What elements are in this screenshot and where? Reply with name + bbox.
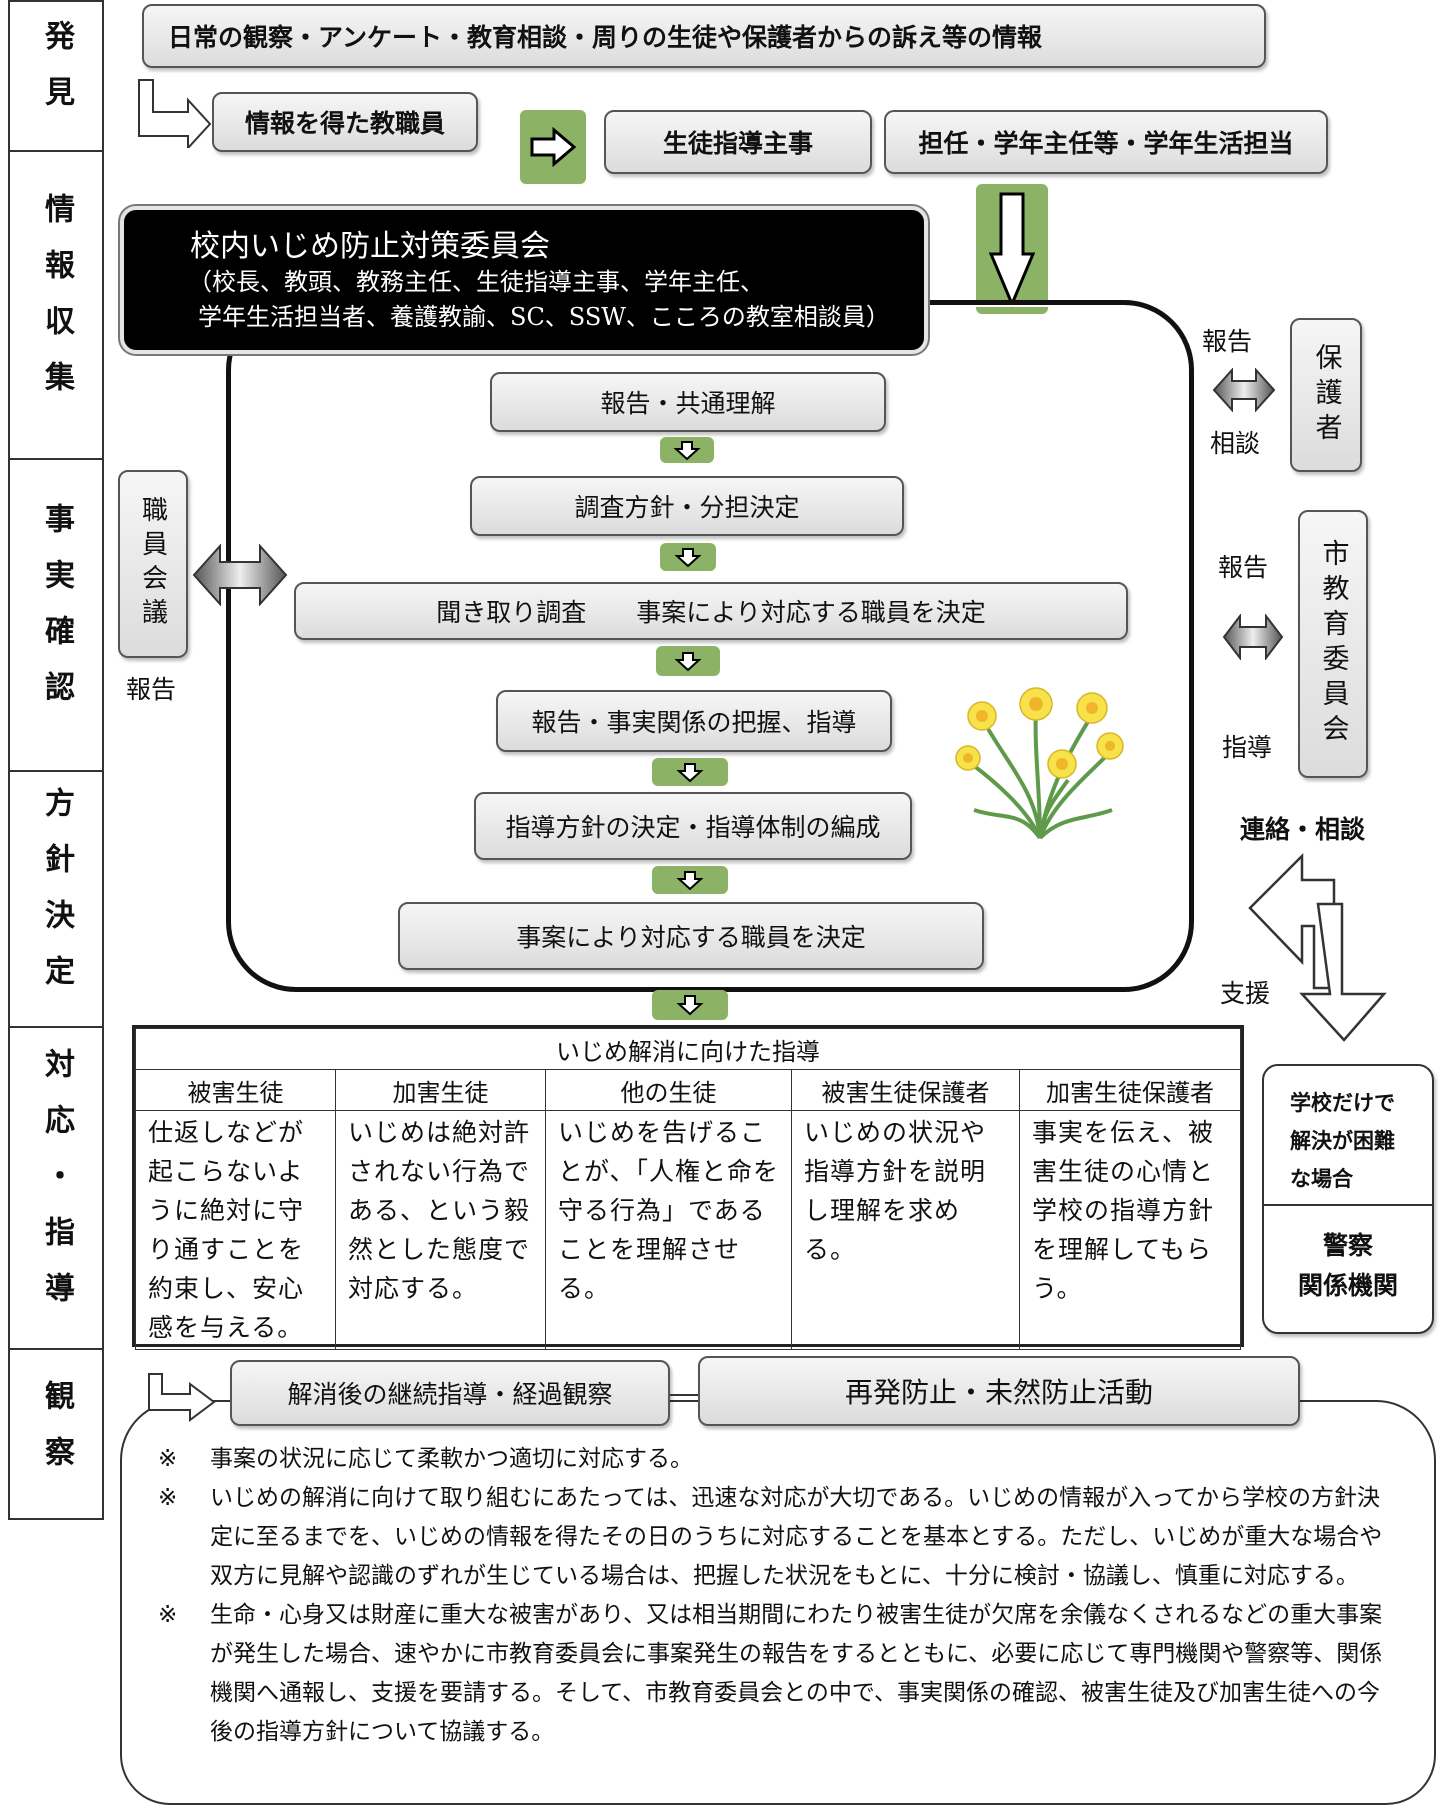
table-cell: いじめは絶対許されない行為である、という毅然とした態度で対応する。	[335, 1110, 546, 1350]
board-guidance-label: 指導	[1222, 733, 1273, 762]
contact-label: 連絡・相談	[1240, 815, 1366, 844]
table-header: 被害生徒保護者	[791, 1069, 1020, 1111]
flow-step-3: 聞き取り調査 事案により対応する職員を決定	[294, 582, 1128, 640]
committee-members-2: 学年生活担当者、養護教諭、SC、SSW、こころの教室相談員）	[198, 303, 890, 331]
double-arrow-icon	[1222, 614, 1284, 660]
step-arrow-icon	[656, 646, 720, 676]
step-arrow-icon	[652, 990, 728, 1020]
two-way-arrow-icon	[1248, 852, 1387, 1042]
step-arrow-icon	[660, 543, 716, 571]
stage-response: 対応・指導	[10, 1028, 102, 1350]
flow-step-4: 報告・事実関係の把握、指導	[496, 690, 892, 752]
stage-observation: 観察	[39, 1380, 74, 1492]
double-arrow-icon	[192, 544, 288, 606]
guardian-report-label: 報告	[1202, 327, 1253, 356]
prevention-box: 再発防止・未然防止活動	[698, 1356, 1300, 1426]
daffodil-illustration	[955, 687, 1124, 840]
note-item: ※生命・心身又は財産に重大な被害があり、又は相当期間にわたり被害生徒が欠席を余儀…	[158, 1602, 1383, 1745]
info-source-box: 日常の観察・アンケート・教育相談・周りの生徒や保護者からの訴え等の情報	[142, 4, 1266, 68]
bent-arrow-icon	[148, 1373, 216, 1422]
step-arrow-icon	[652, 758, 728, 786]
notes-box: ※事案の状況に応じて柔軟かつ適切に対応する。 ※いじめの解消に向けて取り組むにあ…	[120, 1400, 1436, 1805]
table-cell: いじめの状況や指導方針を説明し理解を求める。	[791, 1110, 1020, 1350]
police-label: 警察	[1322, 1231, 1373, 1260]
informed-staff-box: 情報を得た教職員	[212, 92, 478, 152]
table-header: 加害生徒	[335, 1069, 546, 1111]
step-arrow-icon	[652, 866, 728, 894]
flow-step-6: 事案により対応する職員を決定	[398, 902, 984, 970]
table-header: 被害生徒	[135, 1069, 336, 1111]
stage-fact-check: 事実確認	[10, 460, 102, 772]
table-cell: 仕返しなどが起こらないように絶対に守り通すことを約束し、安心感を与える。	[135, 1110, 336, 1350]
staff-report-label: 報告	[126, 675, 177, 704]
note-item: ※いじめの解消に向けて取り組むにあたっては、迅速な対応が大切である。いじめの情報…	[158, 1485, 1383, 1589]
stage-info-gathering: 情報収集	[10, 152, 102, 460]
guardian-consult-label: 相談	[1210, 429, 1261, 458]
down-arrow-icon	[976, 184, 1048, 314]
homeroom-box: 担任・学年主任等・学年生活担当	[884, 110, 1328, 174]
table-cell: いじめを告げることが、「人権と命を守る行為」であることを理解させる。	[545, 1110, 792, 1350]
connector-line	[670, 1394, 698, 1396]
double-arrow-icon	[1212, 368, 1276, 412]
flow-step-1: 報告・共通理解	[490, 372, 886, 432]
table-cell: 事実を伝え、被害生徒の心情と学校の指導方針を理解してもらう。	[1019, 1110, 1241, 1350]
stage-column: 発見 情報収集 事実確認 方針決定 対応・指導 観察	[8, 0, 104, 1520]
note-item: ※事案の状況に応じて柔軟かつ適切に対応する。	[158, 1446, 693, 1472]
stage-discovery: 発見	[10, 2, 102, 152]
outside-help-box: 学校だけで解決が困難な場合 警察 関係機関	[1262, 1064, 1434, 1334]
step-arrow-icon	[660, 437, 714, 463]
stage-policy: 方針決定	[10, 772, 102, 1028]
committee-members-1: （校長、教頭、教務主任、生徒指導主事、学年主任、	[188, 268, 764, 296]
guidance-head-box: 生徒指導主事	[604, 110, 872, 174]
guardian-box: 保護者	[1290, 318, 1362, 472]
staff-meeting-box: 職員会議	[118, 470, 188, 658]
follow-up-box: 解消後の継続指導・経過観察	[230, 1360, 670, 1426]
guidance-table: いじめ解消に向けた指導 被害生徒 加害生徒 他の生徒 被害生徒保護者 加害生徒保…	[132, 1025, 1244, 1350]
flow-step-5: 指導方針の決定・指導体制の編成	[474, 792, 912, 860]
flow-step-2: 調査方針・分担決定	[470, 476, 904, 536]
table-header: 他の生徒	[545, 1069, 792, 1111]
table-title: いじめ解消に向けた指導	[135, 1028, 1241, 1070]
bent-arrow-icon	[138, 79, 212, 148]
agencies-label: 関係機関	[1297, 1271, 1398, 1300]
table-header: 加害生徒保護者	[1019, 1069, 1241, 1111]
support-label: 支援	[1220, 979, 1271, 1008]
difficult-case-text: 学校だけで解決が困難な場合	[1264, 1066, 1432, 1206]
committee-title: 校内いじめ防止対策委員会	[190, 229, 550, 264]
right-arrow-icon	[520, 110, 586, 184]
committee-box: 校内いじめ防止対策委員会 （校長、教頭、教務主任、生徒指導主事、学年主任、 学年…	[120, 206, 928, 354]
board-box: 市教育委員会	[1298, 510, 1368, 778]
board-report-label: 報告	[1218, 553, 1269, 582]
